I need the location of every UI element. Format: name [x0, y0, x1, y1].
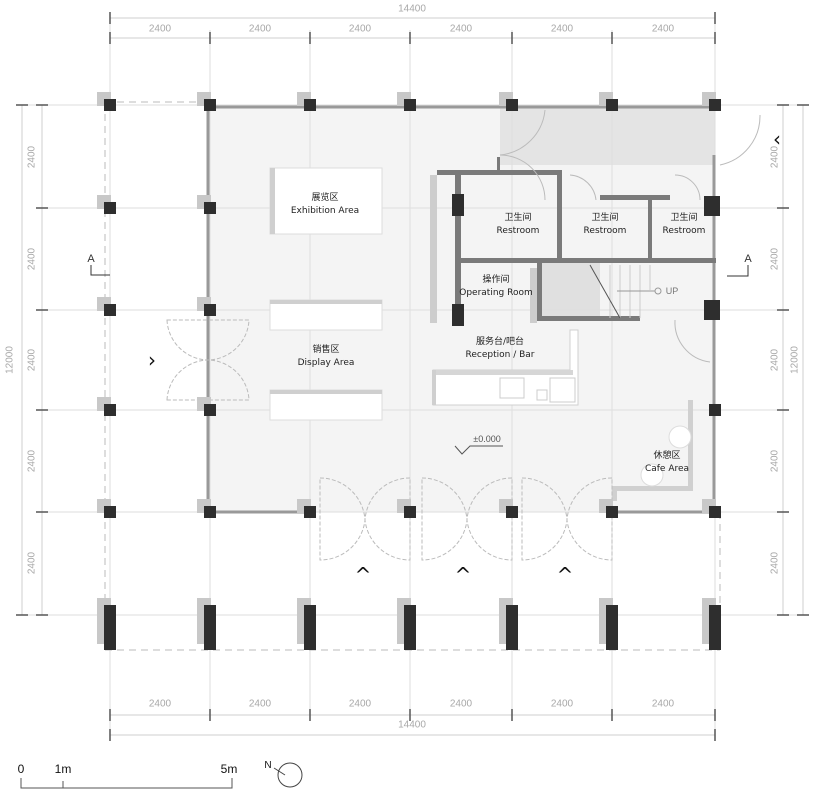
- entrance-arrow-up-icon: ^: [454, 563, 472, 587]
- entrance-arrow-up-icon: ^: [354, 563, 372, 587]
- dimension-top-bay: 2400: [550, 23, 574, 35]
- entrance-doors: [166, 319, 613, 561]
- room-name-cn: 卫生间: [591, 213, 619, 223]
- dimension-bottom-bay: 2400: [449, 698, 473, 710]
- scale-bar: [20, 778, 233, 789]
- dimension-bottom-bay: 2400: [651, 698, 675, 710]
- room-name-en: Exhibition Area: [290, 206, 360, 216]
- room-name-cn: 卫生间: [504, 213, 532, 223]
- display-tables: [269, 167, 383, 421]
- room-name-en: Restroom: [662, 226, 706, 236]
- dimension-top-bay: 2400: [651, 23, 675, 35]
- dimension-right-bay: 2400: [769, 551, 781, 575]
- dimension-left-bay: 2400: [26, 551, 38, 575]
- dimension-left-bay: 2400: [26, 348, 38, 372]
- dimension-left-bay: 2400: [26, 247, 38, 271]
- elevation-label: ±0.000: [473, 434, 501, 444]
- section-marks: [90, 265, 749, 277]
- room-name-cn: 销售区: [312, 345, 340, 355]
- interior-walls: [437, 157, 716, 321]
- dimension-bottom-total: 14400: [398, 719, 426, 731]
- dimension-top-bay: 2400: [248, 23, 272, 35]
- room-name-en: Restroom: [496, 226, 540, 236]
- room-label-restroom-1: 卫生间 Restroom: [497, 212, 540, 238]
- dimension-top-bay: 2400: [449, 23, 473, 35]
- dimension-top-bay: 2400: [348, 23, 372, 35]
- dimension-top-bay: 2400: [148, 23, 172, 35]
- north-label: N: [264, 760, 272, 771]
- room-name-cn: 卫生间: [670, 213, 698, 223]
- room-label-restroom-2: 卫生间 Restroom: [584, 212, 627, 238]
- room-name-en: Operating Room: [459, 288, 533, 298]
- cafe-bench: [612, 400, 693, 501]
- dimension-bottom-bay: 2400: [248, 698, 272, 710]
- dimension-top-total: 14400: [398, 3, 426, 15]
- dimension-right-bay: 2400: [769, 247, 781, 271]
- stairs: [589, 264, 662, 319]
- north-arrow-icon: [273, 762, 303, 788]
- dimension-left-bay: 2400: [26, 449, 38, 473]
- stair-landing: [537, 262, 600, 318]
- room-name-cn: 展览区: [311, 193, 339, 203]
- dimension-left-bay: 2400: [26, 145, 38, 169]
- dimension-left-total: 12000: [4, 346, 16, 374]
- door-swings: [499, 109, 761, 363]
- dimension-bottom-bay: 2400: [348, 698, 372, 710]
- room-label-display: 销售区 Display Area: [298, 344, 355, 370]
- elevation-marker: [454, 445, 503, 455]
- room-name-en: Display Area: [297, 358, 355, 368]
- stair-up-label: UP: [665, 286, 679, 296]
- dimension-right-bay: 2400: [769, 348, 781, 372]
- room-name-cn: 休憩区: [653, 451, 681, 461]
- room-name-cn: 操作间: [482, 275, 510, 285]
- entrance-arrow-left-icon: ‹: [773, 127, 781, 151]
- scale-label: 1m: [54, 762, 72, 776]
- service-zone: [500, 105, 715, 165]
- room-name-en: Restroom: [583, 226, 627, 236]
- room-label-operating: 操作间 Operating Room: [459, 274, 533, 300]
- room-label-restroom-3: 卫生间 Restroom: [663, 212, 706, 238]
- section-mark-right: A: [744, 253, 752, 265]
- room-name-en: Cafe Area: [644, 464, 690, 474]
- room-label-reception: 服务台/吧台 Reception / Bar: [466, 336, 535, 362]
- room-name-en: Reception / Bar: [465, 350, 535, 360]
- dimension-ticks: [16, 12, 809, 741]
- wall-shadows: [430, 175, 537, 323]
- dimension-lines: [21, 17, 804, 736]
- dimension-bottom-bay: 2400: [550, 698, 574, 710]
- room-label-exhibition: 展览区 Exhibition Area: [291, 192, 359, 218]
- entrance-arrow-up-icon: ^: [556, 563, 574, 587]
- scale-label: 5m: [220, 762, 238, 776]
- columns: [97, 92, 721, 650]
- room-name-cn: 服务台/吧台: [475, 337, 525, 347]
- dimension-right-total: 12000: [789, 346, 801, 374]
- dimension-bottom-bay: 2400: [148, 698, 172, 710]
- scale-label: 0: [17, 762, 25, 776]
- room-label-cafe: 休憩区 Cafe Area: [645, 450, 689, 476]
- reception-counter: [432, 329, 579, 406]
- section-mark-left: A: [87, 253, 95, 265]
- entrance-arrow-right-icon: ›: [148, 348, 156, 372]
- dimension-right-bay: 2400: [769, 449, 781, 473]
